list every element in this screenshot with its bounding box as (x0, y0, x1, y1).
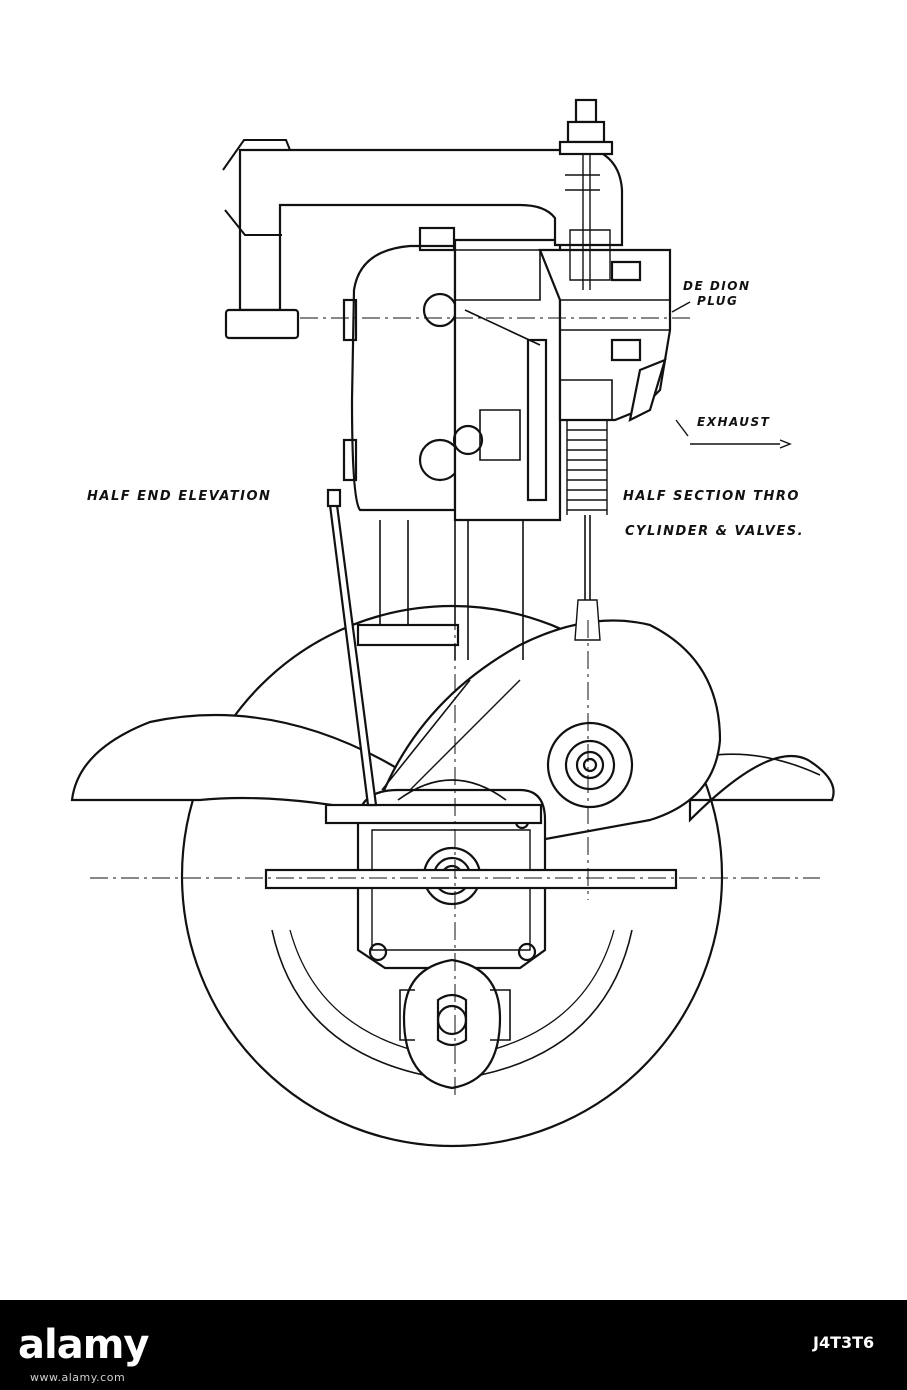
valve-springs (566, 420, 608, 641)
timing-cover (378, 619, 722, 842)
engine-diagram-svg (70, 98, 835, 1148)
half-end-elevation-label: HALF END ELEVATION (87, 489, 272, 504)
sump (402, 958, 502, 1090)
spark-plug (558, 98, 614, 290)
de-dion-plug-label-line2: PLUG (697, 294, 739, 308)
right-bearer-arm (688, 754, 835, 823)
exhaust-label: EXHAUST (697, 415, 771, 429)
bearer-bar (264, 868, 678, 890)
de-dion-plug-label-line1: DE DION (683, 279, 751, 293)
inlet-flange (224, 308, 300, 340)
cylinder-section (452, 238, 562, 522)
watermark-footer: alamy www.alamy.com J4T3T6 (0, 1300, 907, 1390)
brand-url: www.alamy.com (30, 1371, 126, 1384)
image-id: J4T3T6 (813, 1333, 875, 1352)
cam-gear-hub (546, 721, 634, 809)
engine-drawing: DE DION PLUG EXHAUST HALF END ELEVATION … (70, 98, 835, 1148)
inlet-pipe (222, 139, 624, 340)
brand-logo: alamy (18, 1322, 149, 1368)
cylinder-elevation (350, 244, 457, 512)
left-bearer-arm (70, 713, 454, 832)
exhaust-spout (628, 358, 667, 422)
half-section-label-line1: HALF SECTION THRO (623, 489, 800, 504)
half-section-label-line2: CYLINDER & VALVES. (625, 524, 805, 539)
